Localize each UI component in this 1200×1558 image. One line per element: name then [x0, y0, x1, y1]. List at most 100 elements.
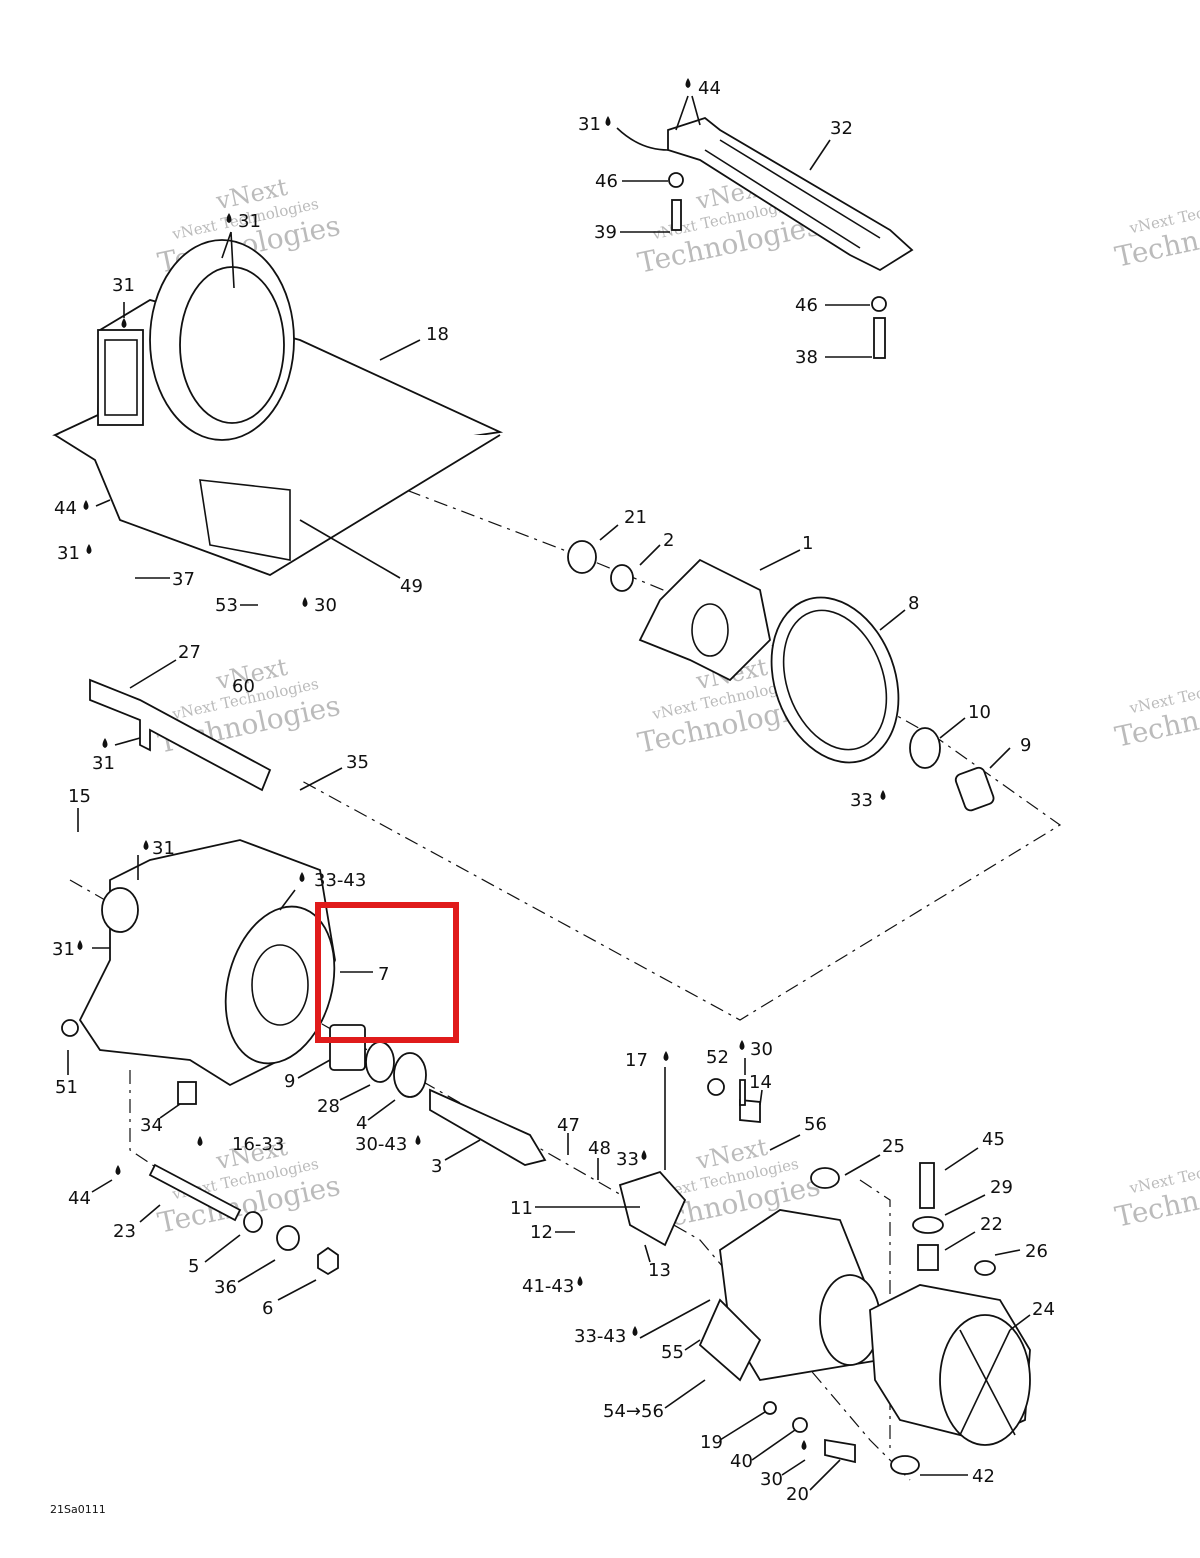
- callout-label: 53: [215, 595, 238, 616]
- callout-label: 9: [1020, 735, 1031, 756]
- callout-label: 46: [595, 171, 618, 192]
- callout-label: 44: [698, 78, 721, 99]
- callout-label: 44: [68, 1188, 91, 1209]
- drop-icon: [880, 790, 886, 800]
- callout-label: 12: [530, 1222, 553, 1243]
- drop-icon: [641, 1150, 647, 1160]
- intake-housing-18: [52, 239, 504, 576]
- impeller-group: [567, 540, 995, 812]
- callout-label: 7: [378, 964, 389, 985]
- drop-icon: [415, 1135, 421, 1145]
- leader-lines: [67, 95, 1031, 1491]
- callout-label: 31: [52, 939, 75, 960]
- callout-label: 14: [749, 1072, 772, 1093]
- callout-label: 21: [624, 507, 647, 528]
- callout-label: 35: [346, 752, 369, 773]
- callout-label: 29: [990, 1177, 1013, 1198]
- highlight-box-part-7[interactable]: [315, 902, 459, 1043]
- callout-label: 36: [214, 1277, 237, 1298]
- callout-label: 30: [750, 1039, 773, 1060]
- callout-label: 19: [700, 1432, 723, 1453]
- callout-label: 47: [557, 1115, 580, 1136]
- callout-label: 34: [140, 1115, 163, 1136]
- drop-icon: [302, 597, 308, 607]
- callout-label: 3: [431, 1156, 442, 1177]
- nozzle-group: [618, 1078, 1031, 1475]
- drop-icon: [77, 940, 83, 950]
- callout-label: 8: [908, 593, 919, 614]
- callout-label: 42: [972, 1466, 995, 1487]
- callout-label: 13: [648, 1260, 671, 1281]
- callout-label: 46: [795, 295, 818, 316]
- callout-label: 31: [57, 543, 80, 564]
- callout-label: 24: [1032, 1299, 1055, 1320]
- callout-label: 31: [112, 275, 135, 296]
- callout-label: 16-33: [232, 1134, 284, 1155]
- drop-icon: [86, 544, 92, 554]
- drop-icon: [663, 1051, 669, 1061]
- callout-label: 25: [882, 1136, 905, 1157]
- callout-label: 56: [804, 1114, 827, 1135]
- callout-label: 15: [68, 786, 91, 807]
- drop-icon: [801, 1440, 807, 1450]
- callout-label: 20: [786, 1484, 809, 1505]
- callout-label: 48: [588, 1138, 611, 1159]
- callout-label: 44: [54, 498, 77, 519]
- callout-labels: 44 31 32 46 39 46 38 31 31 18 44 31 37 5…: [52, 78, 1055, 1505]
- document-id: 21Sa0111: [50, 1503, 106, 1516]
- callout-label: 45: [982, 1129, 1005, 1150]
- callout-label: 23: [113, 1221, 136, 1242]
- callout-label: 30-43: [355, 1134, 407, 1155]
- drop-icon: [605, 116, 611, 126]
- drop-icon: [299, 872, 305, 882]
- callout-label: 26: [1025, 1241, 1048, 1262]
- drop-icon: [121, 318, 127, 328]
- callout-label: 60: [232, 676, 255, 697]
- callout-label: 41-43: [522, 1276, 574, 1297]
- drop-icon: [83, 500, 89, 510]
- callout-label: 33: [850, 790, 873, 811]
- callout-label: 33-43: [314, 870, 366, 891]
- callout-label: 30: [760, 1469, 783, 1490]
- lubricant-drop-icons: [77, 78, 886, 1450]
- callout-label: 33-43: [574, 1326, 626, 1347]
- callout-label: 31: [92, 753, 115, 774]
- drop-icon: [577, 1276, 583, 1286]
- callout-label: 11: [510, 1198, 533, 1219]
- callout-label: 4: [356, 1113, 367, 1134]
- bracket-32: [667, 116, 914, 359]
- drop-icon: [685, 78, 691, 88]
- callout-label: 49: [400, 576, 423, 597]
- drop-icon: [226, 213, 232, 223]
- callout-label: 39: [594, 222, 617, 243]
- drop-icon: [102, 738, 108, 748]
- callout-label: 10: [968, 702, 991, 723]
- callout-label: 40: [730, 1451, 753, 1472]
- callout-label: 9: [284, 1071, 295, 1092]
- callout-label: 31: [238, 211, 261, 232]
- drop-icon: [197, 1136, 203, 1146]
- callout-label: 6: [262, 1298, 273, 1319]
- drop-icon: [632, 1326, 638, 1336]
- drop-icon: [115, 1165, 121, 1175]
- watermarks: vNext vNext Technologies Technologies vN…: [155, 173, 1200, 1240]
- drop-icon: [143, 840, 149, 850]
- callout-label: 51: [55, 1077, 78, 1098]
- callout-label: 52: [706, 1047, 729, 1068]
- callout-label: 38: [795, 347, 818, 368]
- callout-label: 17: [625, 1050, 648, 1071]
- callout-label: 5: [188, 1256, 199, 1277]
- callout-label: 27: [178, 642, 201, 663]
- callout-label: 55: [661, 1342, 684, 1363]
- callout-label: 32: [830, 118, 853, 139]
- callout-label: 22: [980, 1214, 1003, 1235]
- pump-housing: [61, 678, 547, 1276]
- callout-label: 2: [663, 530, 674, 551]
- callout-label: 33: [616, 1149, 639, 1170]
- callout-label: 31: [152, 838, 175, 859]
- callout-label: 31: [578, 114, 601, 135]
- drop-icon: [739, 1040, 745, 1050]
- callout-label: 54→56: [603, 1401, 664, 1422]
- callout-label: 28: [317, 1096, 340, 1117]
